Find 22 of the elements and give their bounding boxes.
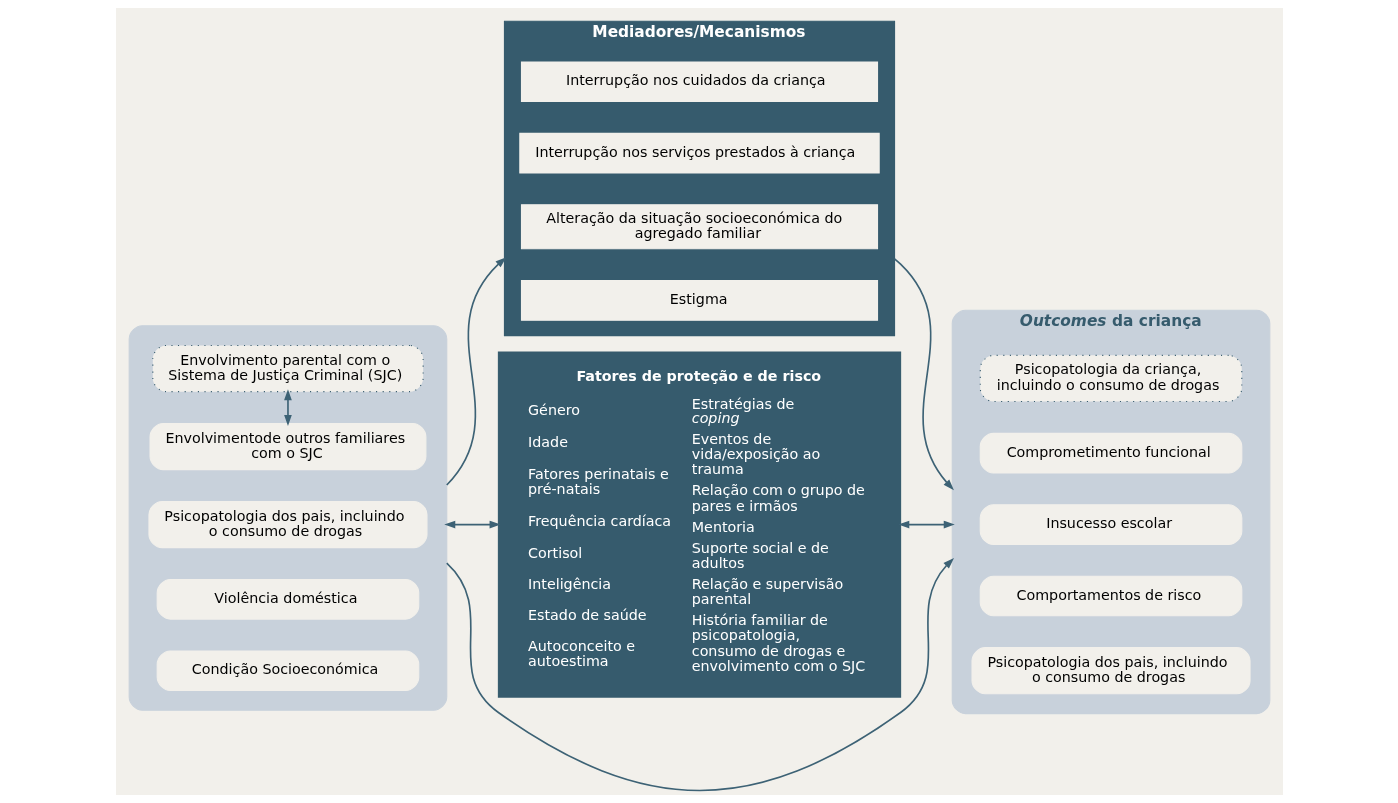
arrow (443, 520, 501, 529)
arrow (893, 257, 954, 491)
node-box: Envolvimentode outros familiares com o SJC (149, 422, 426, 471)
arrow (283, 389, 292, 426)
node-box: Violência doméstica (156, 579, 419, 620)
node-box: Condição Socioeconómica (156, 650, 419, 692)
arrow (897, 520, 955, 529)
node-box: Comportamentos de risco (979, 575, 1242, 617)
node-box: Psicopatologia da criança, incluindo o consumo de drogas (979, 354, 1242, 403)
arrow (445, 257, 506, 486)
node-box: Psicopatologia dos pais, incluindo o consumo de drogas (970, 647, 1251, 695)
node-box: Psicopatologia dos pais, incluindo o consumo de drogas (147, 500, 428, 549)
node-box: Alteração da situação socioeconómica do agregado familiar (520, 204, 878, 250)
cluster (128, 325, 447, 711)
node-box: Insucesso escolar (979, 504, 1242, 545)
node-box: Fatores de proteção e de risco Género Idade Fatores perinatais e pré-natais Frequência cardíaca Cortisol Inteligência Estado de saúde Autoconceito e autoestima Estratégias de coping Eventos de vida/exposição ao trauma Relação com o grupo de pares e irmãos Mentoria Suporte social e de adultos Relação e supervisão parental História familiar de psicopatologia, consumo de drogas e envolvimento com o SJC (497, 351, 901, 698)
node-box: Estigma (520, 280, 878, 321)
node-box: Interrupção nos serviços prestados à criança (518, 132, 880, 174)
arrow (445, 558, 954, 792)
node-box: Interrupção nos cuidados da criança (520, 61, 878, 103)
node-box: Envolvimento parental com o Sistema de Justiça Criminal (SJC) (151, 344, 424, 393)
node-box: Comprometimento funcional (979, 432, 1242, 474)
